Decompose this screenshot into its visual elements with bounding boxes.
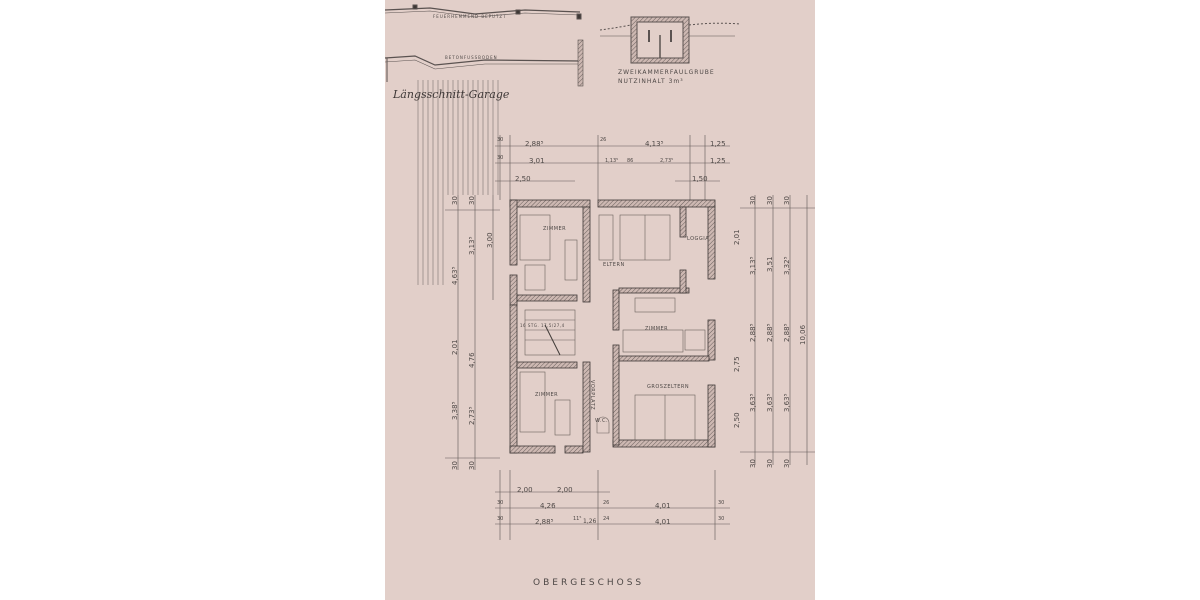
dim-right-3: 3,51 bbox=[766, 256, 774, 272]
garage-section bbox=[385, 4, 584, 87]
dim-left-3: 3,00 bbox=[486, 232, 494, 248]
dim-right-16: 30 bbox=[783, 196, 791, 205]
dim-right-1: 2,01 bbox=[733, 229, 741, 245]
room-label-vorplatz: VORPLATZ bbox=[589, 380, 595, 411]
dim-top-12: 2,50 bbox=[515, 175, 531, 183]
dim-bottom-7: 30 bbox=[718, 500, 725, 506]
septic-tank bbox=[599, 16, 741, 64]
dim-left-7: 2,73⁵ bbox=[468, 406, 476, 425]
dim-top-8: 86 bbox=[627, 158, 634, 164]
dim-bottom-5: 26 bbox=[603, 500, 610, 506]
page-title: OBERGESCHOSS bbox=[533, 578, 645, 588]
dim-top-9: 2,73⁵ bbox=[660, 158, 674, 164]
dim-left-6: 3,38⁵ bbox=[451, 401, 459, 420]
dim-right-19: 30 bbox=[783, 459, 791, 468]
dim-right-9: 3,63⁵ bbox=[749, 393, 757, 412]
dim-bottom-9: 2,88⁵ bbox=[535, 518, 554, 526]
dim-bottom-2: 2,00 bbox=[557, 486, 573, 494]
dim-bottom-1: 2,00 bbox=[517, 486, 533, 494]
house-walls bbox=[509, 199, 716, 454]
dim-top-5: 30 bbox=[497, 137, 504, 143]
dim-top-10: 1,25 bbox=[710, 157, 726, 165]
furniture bbox=[519, 214, 706, 441]
floor-plan-sheet: Längsschnitt-Garage FEUERHEMMEND BEPUTZT… bbox=[385, 0, 815, 600]
dim-left-1: 4,63⁵ bbox=[451, 266, 459, 285]
section-ruling-lines bbox=[417, 80, 499, 285]
dim-top-11: 30 bbox=[497, 155, 504, 161]
floor-plan-drawing bbox=[385, 4, 815, 540]
dim-top-4: 1,25 bbox=[710, 140, 726, 148]
dim-right-18: 30 bbox=[766, 459, 774, 468]
dim-left-9: 30 bbox=[468, 461, 476, 470]
dim-top-6: 3,01 bbox=[529, 157, 545, 165]
room-label-zimmer-sw: ZIMMER bbox=[535, 392, 559, 398]
dim-left-11: 30 bbox=[468, 196, 476, 205]
dim-top-2: 26 bbox=[600, 137, 607, 143]
section-label: Längsschnitt-Garage bbox=[393, 88, 510, 101]
room-label-zimmer-mid: ZIMMER bbox=[645, 326, 669, 332]
room-label-eltern: ELTERN bbox=[603, 262, 625, 268]
dim-left-5: 4,76 bbox=[468, 352, 476, 368]
section-note: FEUERHEMMEND BEPUTZT bbox=[433, 14, 507, 19]
dim-right-6: 2,88⁵ bbox=[766, 323, 774, 342]
dim-right-11: 3,63⁵ bbox=[783, 393, 791, 412]
dim-top-7: 1,13⁵ bbox=[605, 158, 619, 164]
dim-right-7: 2,88⁵ bbox=[783, 323, 791, 342]
dim-right-17: 30 bbox=[749, 459, 757, 468]
dim-bottom-14: 30 bbox=[718, 516, 725, 522]
dim-bottom-12: 24 bbox=[603, 516, 610, 522]
dim-right-12: 2,50 bbox=[733, 412, 741, 428]
stair-note: 16 STG. 17,5/27,4 bbox=[520, 323, 565, 328]
dim-bottom-6: 4,01 bbox=[655, 502, 671, 510]
dim-top-1: 2,88⁵ bbox=[525, 140, 544, 148]
dim-left-2: 3,13⁵ bbox=[468, 236, 476, 255]
dim-right-8: 2,75 bbox=[733, 356, 741, 372]
dim-top-13: 1,50 bbox=[692, 175, 708, 183]
septic-title: ZWEIKAMMERFAULGRUBE bbox=[618, 69, 715, 76]
dim-bottom-4: 4,26 bbox=[540, 502, 556, 510]
dim-right-4: 3,32⁵ bbox=[783, 256, 791, 275]
dim-right-2: 3,13⁵ bbox=[749, 256, 757, 275]
floor-note: BETONFUSSBODEN bbox=[445, 55, 498, 60]
dim-left-4: 2,01 bbox=[451, 339, 459, 355]
dim-top-3: 4,13⁵ bbox=[645, 140, 664, 148]
dim-bottom-10: 11⁵ bbox=[573, 516, 582, 522]
dim-bottom-11: 1,26 bbox=[583, 518, 597, 525]
dim-bottom-13: 4,01 bbox=[655, 518, 671, 526]
room-label-zimmer-nw: ZIMMER bbox=[543, 226, 567, 232]
room-label-wc: W.C. bbox=[595, 418, 609, 424]
dim-left-10: 30 bbox=[451, 196, 459, 205]
dim-right-15: 30 bbox=[766, 196, 774, 205]
dim-right-10: 3,63⁵ bbox=[766, 393, 774, 412]
dim-right-13: 10,06 bbox=[799, 324, 807, 345]
room-label-grosseltern: GROSZELTERN bbox=[647, 384, 690, 390]
room-label-loggia: LOGGIA bbox=[687, 236, 710, 242]
dimension-lines bbox=[445, 135, 815, 540]
septic-capacity: NUTZINHALT 3m³ bbox=[618, 78, 684, 85]
dim-right-5: 2,88⁵ bbox=[749, 323, 757, 342]
dim-bottom-8: 30 bbox=[497, 516, 504, 522]
dim-right-14: 30 bbox=[749, 196, 757, 205]
dim-bottom-3: 30 bbox=[497, 500, 504, 506]
dim-left-8: 30 bbox=[451, 461, 459, 470]
